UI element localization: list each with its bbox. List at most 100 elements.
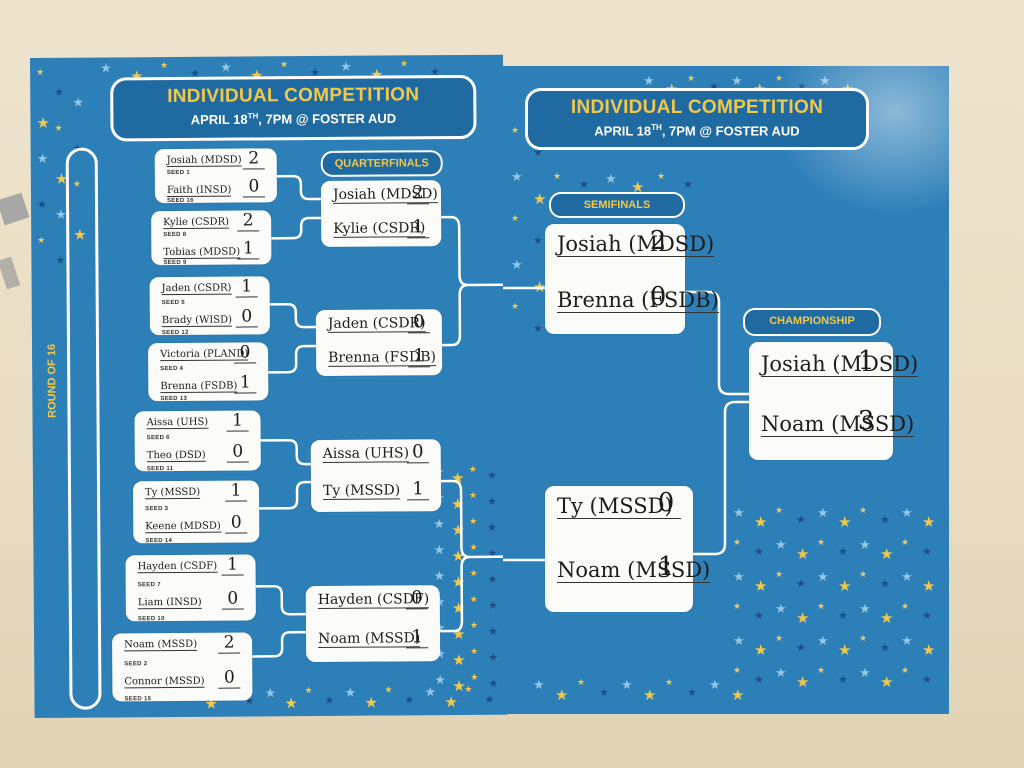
player-score: 1 [234,372,257,394]
star-icon: ★ [796,610,810,627]
star-icon: ★ [922,674,932,686]
seed-label: SEED 10 [137,616,165,623]
star-icon: ★ [880,514,890,526]
star-icon: ★ [511,257,523,272]
player-score: 0 [406,441,429,464]
star-icon: ★ [775,537,787,552]
seed-label: SEED 9 [163,259,187,267]
player-name: Aissa (UHS) [146,416,209,430]
player-score: 0 [233,342,257,364]
star-icon: ★ [683,179,693,191]
player-score: 1 [235,276,258,298]
star-icon: ★ [754,578,768,595]
star-icon: ★ [775,74,783,83]
star-icon: ★ [859,505,868,515]
star-icon: ★ [733,601,742,611]
star-icon: ★ [643,687,657,704]
player-name: Faith (INSD) [166,184,232,198]
star-icon: ★ [901,665,910,675]
star-icon: ★ [880,642,890,654]
player-name: Jaden (CSDR) [161,282,232,296]
star-icon: ★ [859,601,871,616]
player-score: 0 [651,488,681,519]
bracket-lines-right [503,286,749,562]
player-score: 0 [218,667,241,689]
star-icon: ★ [922,642,936,659]
player-name: Brady (WISD) [161,314,233,328]
star-icon: ★ [731,73,743,88]
star-icon: ★ [859,633,868,643]
star-icon: ★ [511,301,520,311]
star-icon: ★ [709,81,719,93]
star-icon: ★ [880,546,894,563]
star-icon: ★ [817,633,829,648]
bracket-lines-left [252,174,507,658]
header-title: INDIVIDUAL COMPETITION [570,97,824,118]
player-score: 1 [226,410,249,432]
right-bracket-board: ★ ★ ★ ★ ★ ★ ★ ★ ★ ★ ★ ★ ★ ★ ★ ★ ★ ★ ★ ★ ★ ★ ★ ★ ★ ★ ★ ★ ★ ★ ★ ★ ★ ★ ★ ★ ★ ★ ★ ★… [503,66,949,714]
star-icon: ★ [901,537,910,547]
star-icon: ★ [922,610,932,622]
player-score: 0 [643,282,673,313]
star-icon: ★ [775,505,784,515]
star-icon: ★ [665,677,674,687]
player-score: 2 [406,182,430,205]
star-icon: ★ [922,546,932,558]
star-icon: ★ [733,665,742,675]
star-icon: ★ [838,578,852,595]
player-name: Brenna (FSDB) [557,288,719,313]
player-name: Ty (MSSD) [557,494,673,519]
player-score: 0 [221,588,244,610]
star-icon: ★ [838,514,852,531]
star-icon: ★ [733,537,742,547]
player-score: 1 [221,554,244,576]
left-bracket-board: ★★★★★★★★★★★★★★★★★★★★★★★★★★★★★★★★★★★★★★★★… [30,54,508,718]
star-icon: ★ [709,677,721,692]
player-name: Connor (MSSD) [124,675,205,689]
star-icon: ★ [819,74,831,87]
player-score: 0 [242,176,265,198]
star-icon: ★ [775,665,787,680]
star-icon: ★ [817,569,829,584]
star-icon: ★ [533,323,543,335]
star-icon: ★ [631,179,645,196]
star-icon: ★ [511,213,520,223]
star-icon: ★ [533,235,543,247]
star-icon: ★ [796,578,806,590]
star-icon: ★ [838,610,848,622]
player-score: 2 [218,632,241,654]
player-score: 1 [224,480,248,502]
star-icon: ★ [533,191,547,208]
player-name: Ty (MSSD) [144,486,201,500]
player-score: 1 [408,345,431,368]
star-icon: ★ [754,642,768,659]
seed-label: SEED 15 [124,696,152,703]
player-name: Kylie (CSDR) [163,216,230,230]
star-icon: ★ [533,677,545,692]
player-score: 2 [237,210,260,232]
qf-match-4: Hayden (CSDF)0 Noam (MSSD)1 [305,585,441,663]
header-date: APRIL 18TH, 7PM @ FOSTER AUD [594,123,800,139]
player-name: Noam (MSSD) [761,412,915,437]
star-icon: ★ [733,505,745,520]
sf-match-2: Ty (MSSD)0 Noam (MSSD)1 [545,486,711,612]
star-icon: ★ [775,633,784,643]
star-icon: ★ [880,610,894,627]
star-icon: ★ [880,578,890,590]
player-name: Theo (DSD) [146,449,206,463]
qf-match-3: Aissa (UHS)0 Ty (MSSD)1 [310,439,442,513]
player-score: 2 [643,226,673,257]
player-score: 1 [851,346,881,377]
sf-match-1: Josiah (MDSD)2 Brenna (FSDB)0 [545,224,719,334]
board-header: INDIVIDUAL COMPETITION APRIL 18TH, 7PM @… [525,88,869,150]
star-icon: ★ [643,73,655,88]
star-icon: ★ [796,642,806,654]
tape-residue [0,256,21,290]
player-score: 1 [651,552,681,583]
